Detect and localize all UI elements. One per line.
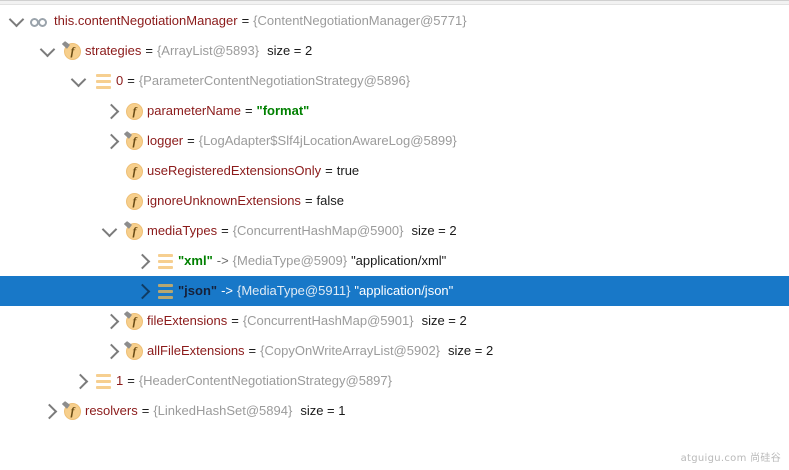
chevron-down-icon[interactable] <box>39 36 61 66</box>
object-reference: {CopyOnWriteArrayList@5902} <box>260 343 441 358</box>
equals-sign: = <box>248 343 257 358</box>
chevron-down-icon[interactable] <box>101 216 123 246</box>
tree-toggle-placeholder <box>101 156 123 186</box>
collection-size: size = 2 <box>448 343 494 358</box>
list-entry-icon <box>92 366 116 396</box>
field-final-icon: f <box>61 36 85 66</box>
chevron-right-icon[interactable] <box>101 96 123 126</box>
object-reference: {ContentNegotiationManager@5771} <box>253 13 467 28</box>
variable-value: "format" <box>256 103 310 118</box>
list-entry-icon <box>154 276 178 306</box>
map-arrow: -> <box>221 283 233 298</box>
chevron-right-icon[interactable] <box>101 306 123 336</box>
chevron-down-icon[interactable] <box>70 66 92 96</box>
equals-sign: = <box>127 373 135 388</box>
object-reference: {LogAdapter$Slf4jLocationAwareLog@5899} <box>198 133 457 148</box>
map-key: "json" <box>178 283 218 298</box>
object-reference: {MediaType@5911} <box>236 283 351 298</box>
chevron-right-icon[interactable] <box>132 276 154 306</box>
variable-name: this.contentNegotiationManager <box>54 13 238 28</box>
equals-sign: = <box>141 403 150 418</box>
field-icon: f <box>123 156 147 186</box>
equals-sign: = <box>304 193 313 208</box>
tree-toggle-placeholder <box>101 186 123 216</box>
equals-sign: = <box>244 103 253 118</box>
collection-size: size = 1 <box>300 403 346 418</box>
object-reference: {ConcurrentHashMap@5901} <box>242 313 414 328</box>
tree-row[interactable]: 1={HeaderContentNegotiationStrategy@5897… <box>0 366 789 396</box>
field-icon: f <box>123 186 147 216</box>
object-reference: {ParameterContentNegotiationStrategy@589… <box>138 73 411 88</box>
variable-name: logger <box>147 133 184 148</box>
list-entry-icon <box>154 246 178 276</box>
map-arrow: -> <box>216 253 229 268</box>
chevron-down-icon[interactable] <box>8 6 30 36</box>
panel-top-divider <box>0 1 789 5</box>
variable-name: mediaTypes <box>147 223 218 238</box>
field-final-icon: f <box>123 306 147 336</box>
variable-value: "application/json" <box>354 283 454 298</box>
field-final-icon: f <box>123 126 147 156</box>
field-final-icon: f <box>123 216 147 246</box>
object-reference: {MediaType@5909} <box>232 253 348 268</box>
glasses-icon <box>30 6 54 36</box>
variable-name: 1 <box>116 373 124 388</box>
chevron-right-icon[interactable] <box>101 126 123 156</box>
variable-name: allFileExtensions <box>147 343 245 358</box>
collection-size: size = 2 <box>411 223 457 238</box>
variable-name: resolvers <box>85 403 138 418</box>
variable-name: 0 <box>116 73 124 88</box>
tree-row[interactable]: 0={ParameterContentNegotiationStrategy@5… <box>0 66 789 96</box>
list-entry-icon <box>92 66 116 96</box>
object-reference: {ConcurrentHashMap@5900} <box>232 223 404 238</box>
variable-name: ignoreUnknownExtensions <box>147 193 301 208</box>
collection-size: size = 2 <box>421 313 467 328</box>
equals-sign: = <box>231 313 239 328</box>
object-reference: {LinkedHashSet@5894} <box>153 403 293 418</box>
watermark-text: atguigu.com 尚硅谷 <box>680 453 781 464</box>
equals-sign: = <box>187 133 195 148</box>
variable-value: false <box>316 193 344 208</box>
variable-value: "application/xml" <box>351 253 447 268</box>
equals-sign: = <box>241 13 250 28</box>
variable-name: strategies <box>85 43 142 58</box>
variable-name: useRegisteredExtensionsOnly <box>147 163 322 178</box>
equals-sign: = <box>145 43 153 58</box>
tree-row[interactable]: "xml"->{MediaType@5909}"application/xml" <box>0 246 789 276</box>
variable-name: fileExtensions <box>147 313 228 328</box>
field-final-icon: f <box>123 336 147 366</box>
equals-sign: = <box>221 223 229 238</box>
field-icon: f <box>123 96 147 126</box>
tree-row[interactable]: this.contentNegotiationManager={ContentN… <box>0 6 789 36</box>
variable-value: true <box>336 163 360 178</box>
variables-tree[interactable]: this.contentNegotiationManager={ContentN… <box>0 6 789 426</box>
variable-name: parameterName <box>147 103 241 118</box>
chevron-right-icon[interactable] <box>101 336 123 366</box>
object-reference: {ArrayList@5893} <box>156 43 260 58</box>
collection-size: size = 2 <box>267 43 313 58</box>
object-reference: {HeaderContentNegotiationStrategy@5897} <box>138 373 392 388</box>
field-final-icon: f <box>61 396 85 426</box>
equals-sign: = <box>127 73 135 88</box>
tree-row[interactable]: "json"->{MediaType@5911}"application/jso… <box>0 276 789 306</box>
chevron-right-icon[interactable] <box>39 396 61 426</box>
equals-sign: = <box>325 163 333 178</box>
map-key: "xml" <box>178 253 213 268</box>
chevron-right-icon[interactable] <box>70 366 92 396</box>
chevron-right-icon[interactable] <box>132 246 154 276</box>
